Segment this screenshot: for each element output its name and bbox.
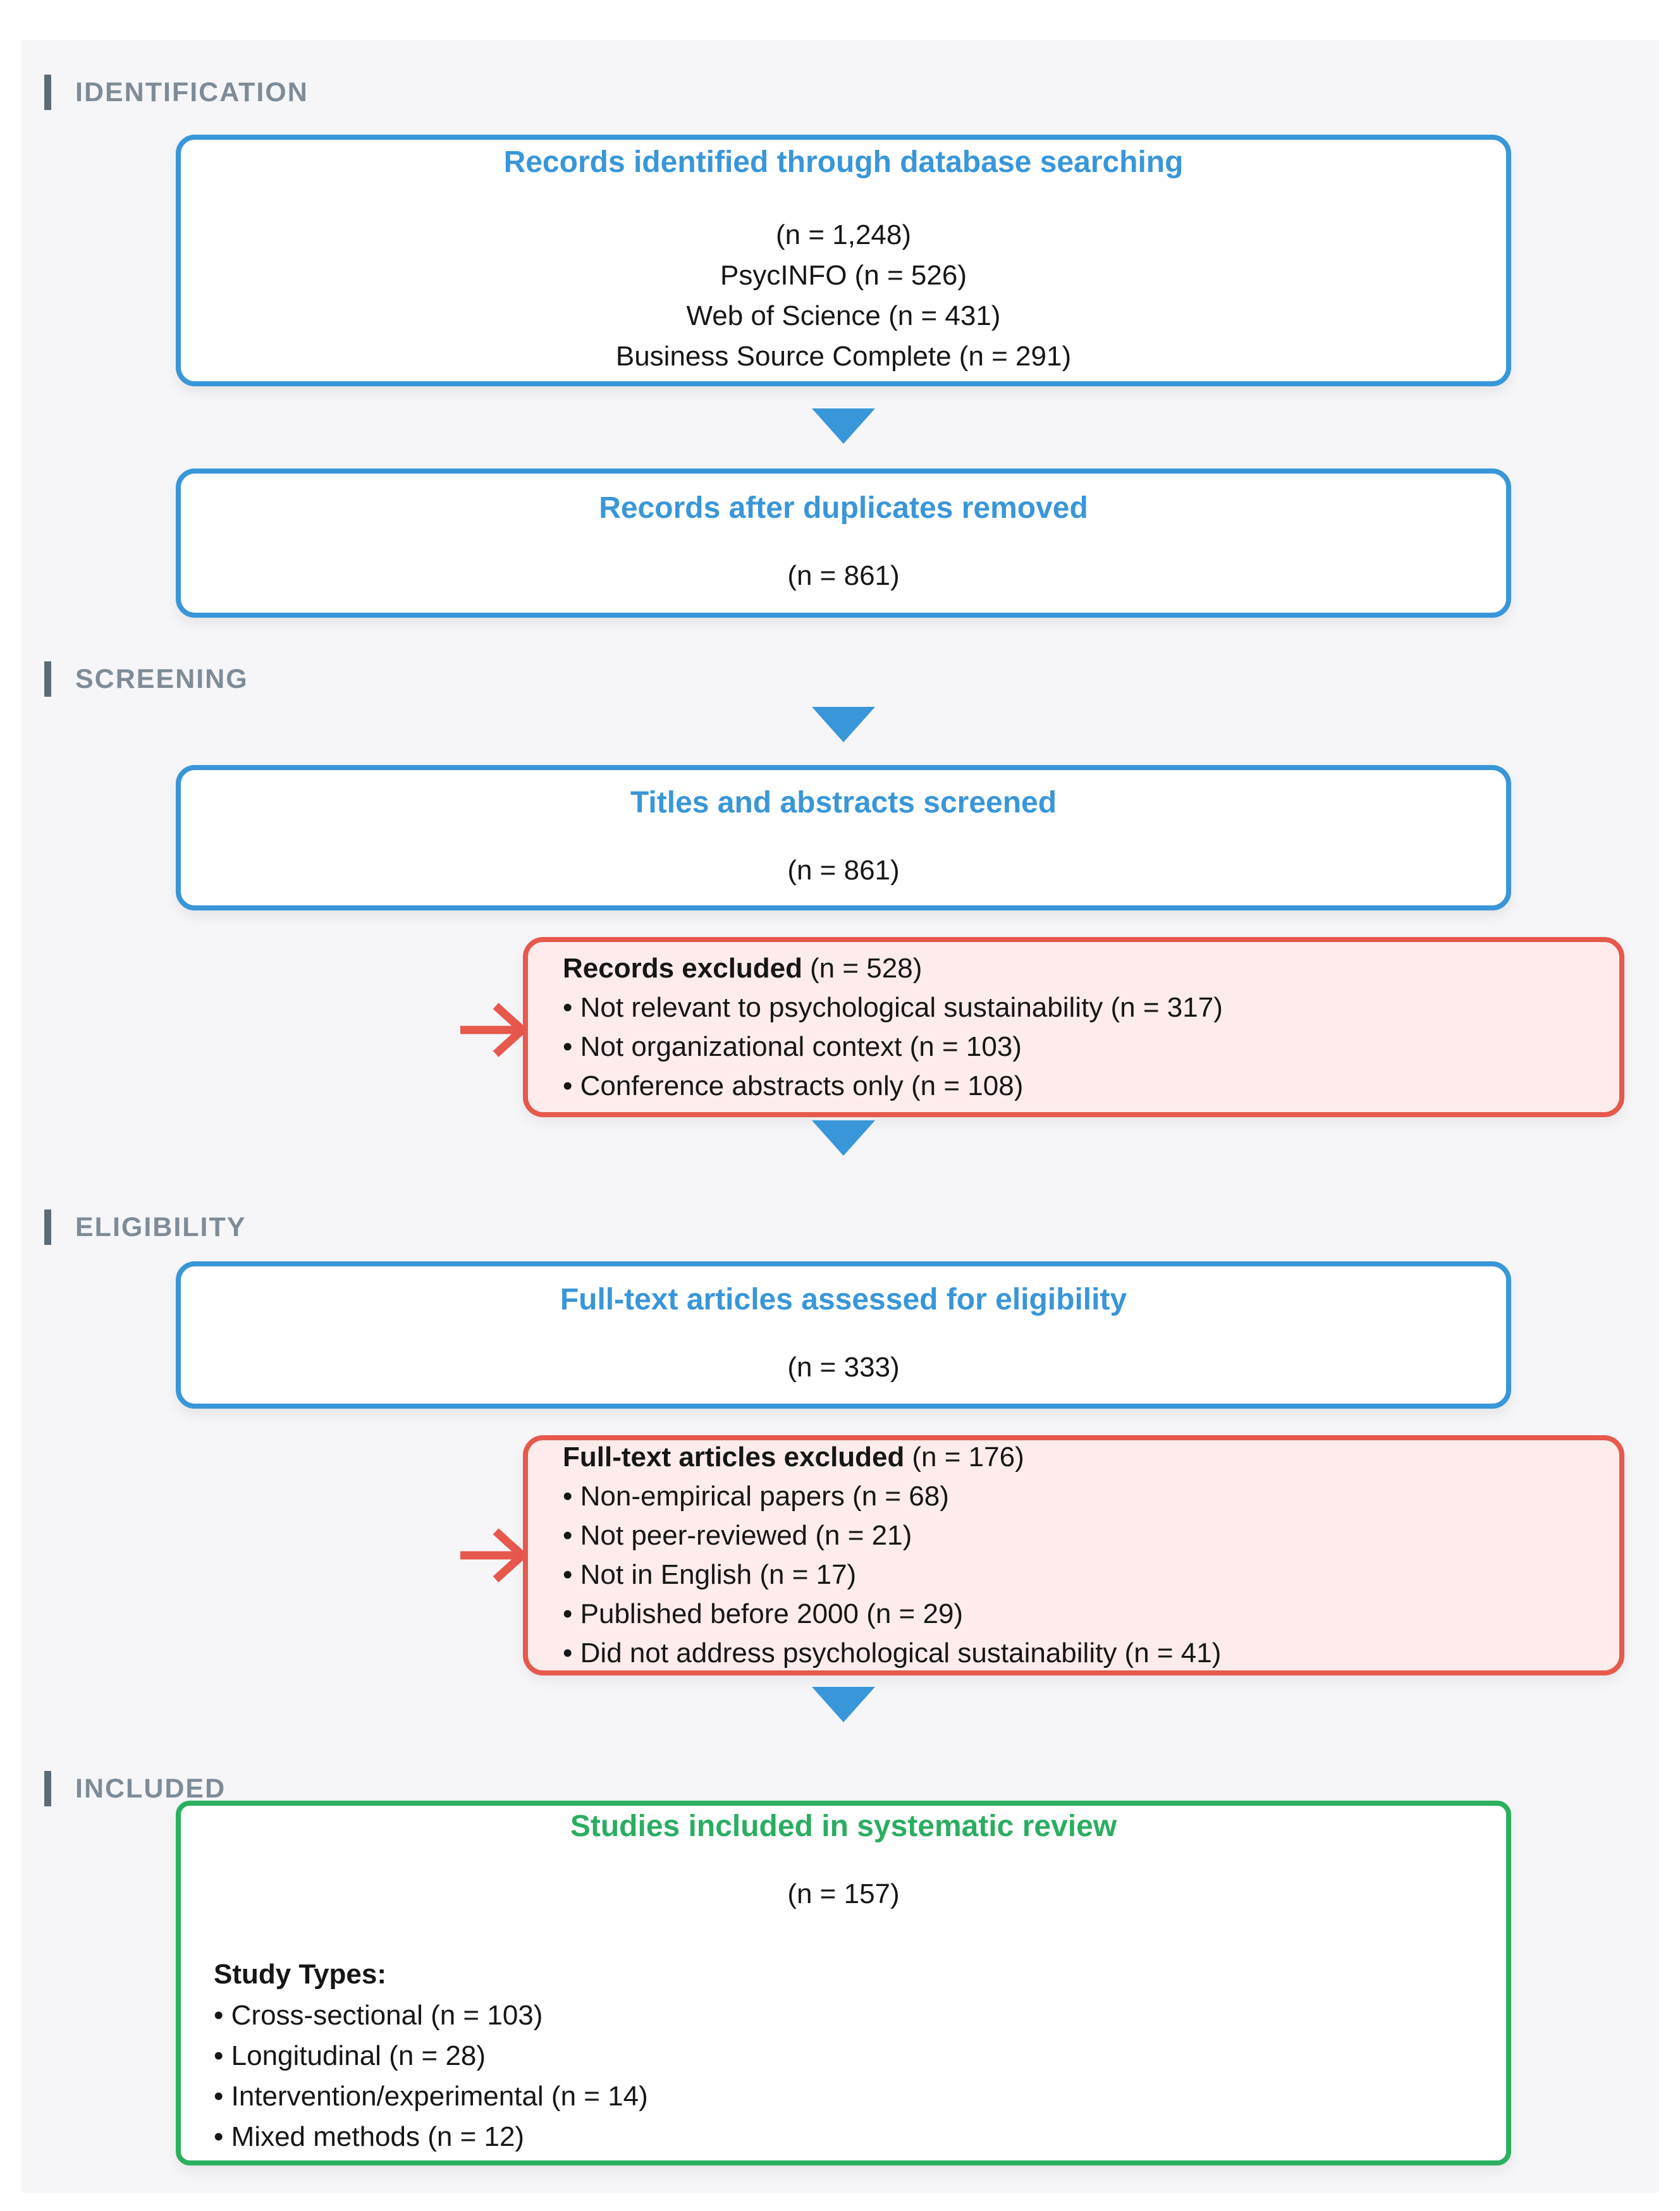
flow-box-studies-included: Studies included in systematic review (n… [176, 1801, 1511, 2165]
box-line: PsycINFO (n = 526) [720, 259, 967, 291]
flow-box-fulltext-assessed: Full-text articles assessed for eligibil… [176, 1261, 1511, 1409]
study-type-item: Mixed methods (n = 12) [214, 2117, 1506, 2157]
study-type-item: Longitudinal (n = 28) [214, 2036, 1506, 2076]
excluded-title-text: Records excluded [563, 952, 803, 984]
section-label-screening: SCREENING [44, 661, 248, 697]
excluded-box-screening: Records excluded(n = 528) Not relevant t… [523, 937, 1624, 1117]
exclusion-arrow-icon [460, 1003, 529, 1057]
box-count: (n = 861) [787, 854, 900, 886]
section-label-text: ELIGIBILITY [75, 1211, 247, 1242]
section-label-text: INCLUDED [75, 1773, 226, 1804]
flow-box-records-identified: Records identified through database sear… [176, 135, 1511, 386]
excluded-box-title: Records excluded(n = 528) [563, 949, 1585, 988]
study-types-list: Cross-sectional (n = 103) Longitudinal (… [214, 1995, 1506, 2157]
section-label-bar [44, 1771, 51, 1806]
excluded-reasons-list: Non-empirical papers (n = 68) Not peer-r… [563, 1477, 1585, 1673]
excluded-reason: Not in English (n = 17) [563, 1555, 1585, 1595]
study-types-heading: Study Types: [214, 1959, 387, 1990]
excluded-reason: Non-empirical papers (n = 68) [563, 1477, 1585, 1516]
excluded-reason: Not peer-reviewed (n = 21) [563, 1516, 1585, 1555]
study-types-block: Study Types: Cross-sectional (n = 103) L… [181, 1954, 1506, 2157]
section-label-bar [44, 1210, 51, 1245]
excluded-reason: Published before 2000 (n = 29) [563, 1595, 1585, 1634]
box-line: (n = 1,248) [775, 219, 912, 250]
arrow-down-icon [812, 408, 875, 444]
excluded-title-count: (n = 176) [912, 1442, 1024, 1473]
box-count: (n = 157) [787, 1878, 900, 1909]
box-title: Records identified through database sear… [503, 145, 1184, 179]
section-label-identification: IDENTIFICATION [44, 75, 309, 110]
section-label-text: SCREENING [75, 663, 248, 694]
box-title: Full-text articles assessed for eligibil… [560, 1283, 1127, 1316]
section-label-bar [44, 661, 51, 697]
box-title: Records after duplicates removed [599, 491, 1088, 525]
excluded-box-fulltext: Full-text articles excluded(n = 176) Non… [523, 1435, 1624, 1675]
excluded-reason: Not organizational context (n = 103) [563, 1027, 1585, 1067]
arrow-down-icon [812, 1687, 875, 1722]
section-label-included: INCLUDED [44, 1771, 226, 1806]
box-title: Studies included in systematic review [570, 1810, 1117, 1843]
excluded-title-text: Full-text articles excluded [563, 1442, 905, 1473]
excluded-reason: Not relevant to psychological sustainabi… [563, 988, 1585, 1027]
excluded-reason: Conference abstracts only (n = 108) [563, 1067, 1585, 1106]
excluded-reasons-list: Not relevant to psychological sustainabi… [563, 988, 1585, 1106]
section-label-text: IDENTIFICATION [75, 77, 309, 107]
arrow-down-icon [812, 707, 875, 742]
box-count: (n = 861) [787, 560, 900, 591]
section-label-bar [44, 75, 51, 110]
flow-box-duplicates-removed: Records after duplicates removed (n = 86… [176, 469, 1511, 618]
excluded-reason: Did not address psychological sustainabi… [563, 1634, 1585, 1673]
section-label-eligibility: ELIGIBILITY [44, 1210, 246, 1245]
box-count: (n = 333) [787, 1352, 900, 1383]
excluded-box-title: Full-text articles excluded(n = 176) [563, 1438, 1585, 1477]
exclusion-arrow-icon [460, 1528, 529, 1583]
box-line: Web of Science (n = 431) [686, 300, 1001, 331]
box-line: Business Source Complete (n = 291) [615, 340, 1072, 372]
box-title: Titles and abstracts screened [630, 785, 1057, 819]
study-type-item: Cross-sectional (n = 103) [214, 1995, 1506, 2036]
excluded-title-count: (n = 528) [810, 952, 923, 984]
study-type-item: Intervention/experimental (n = 14) [214, 2076, 1506, 2117]
arrow-down-icon [812, 1120, 875, 1156]
flow-box-titles-abstracts-screened: Titles and abstracts screened (n = 861) [176, 765, 1511, 910]
